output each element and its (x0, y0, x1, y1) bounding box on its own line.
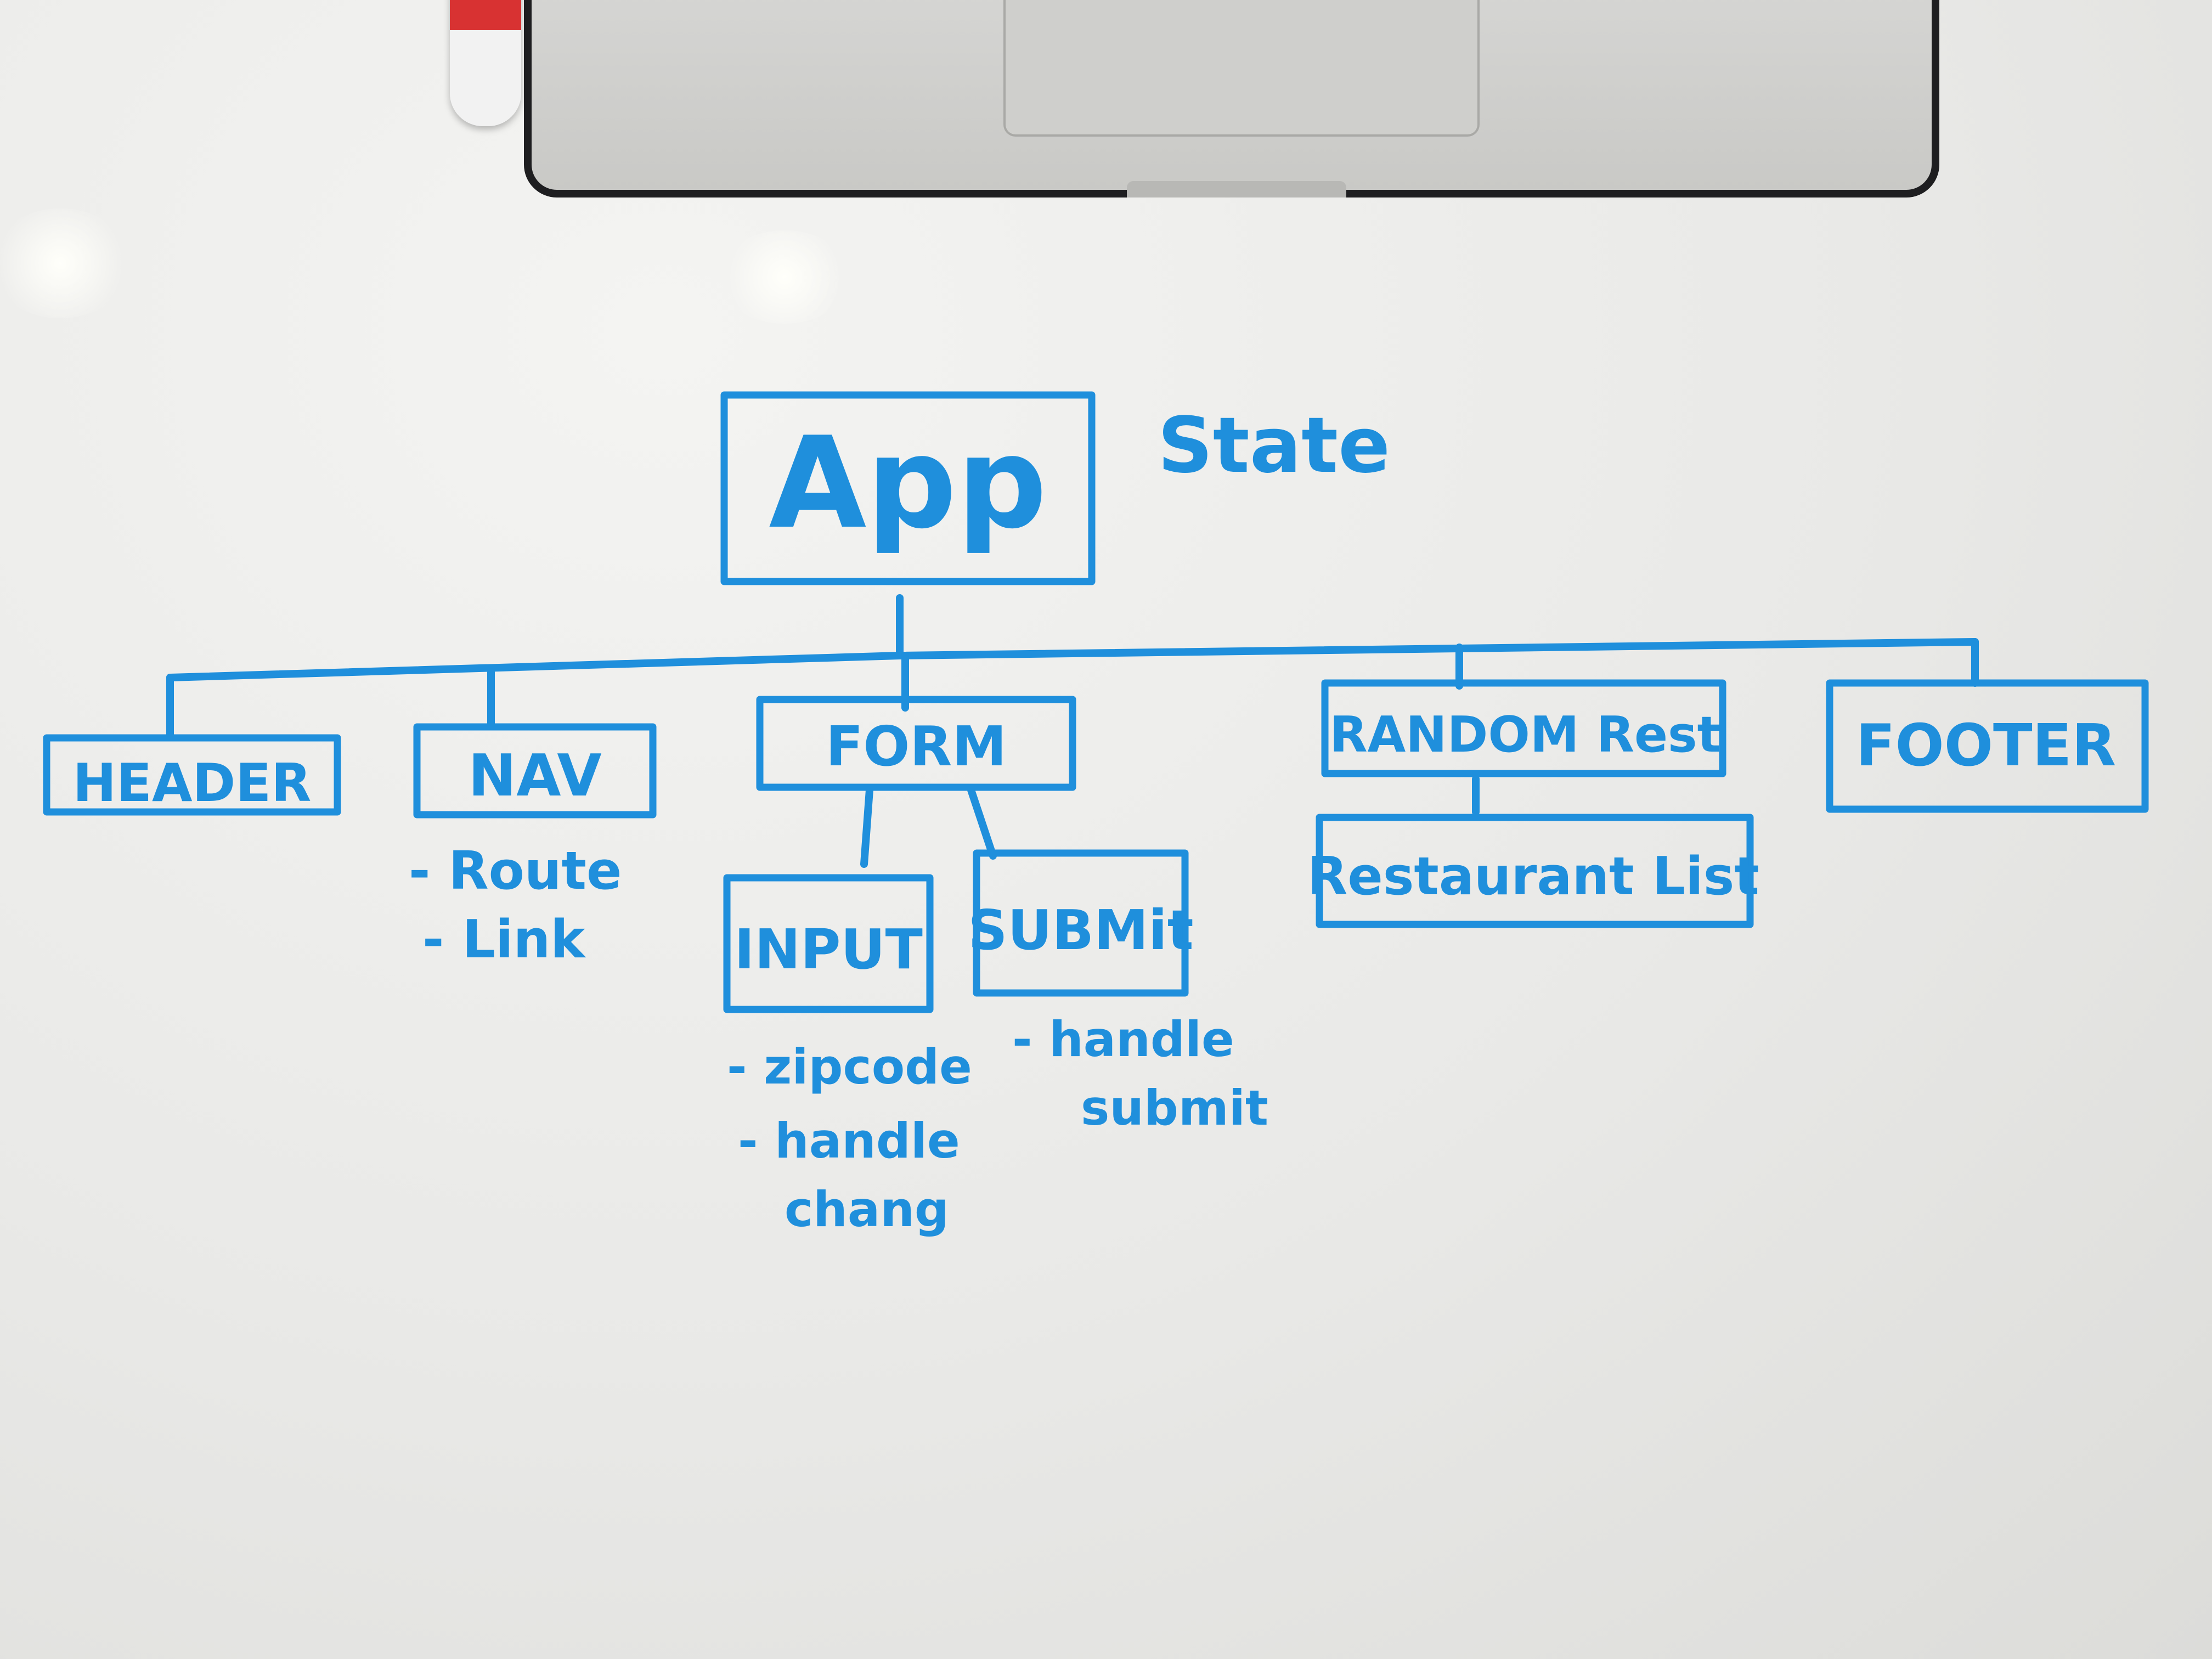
header-box (43, 734, 341, 816)
state-label: State (1158, 401, 1390, 490)
light-glare (0, 208, 132, 318)
form-label: FORM (826, 714, 1007, 778)
nav-box (413, 723, 657, 819)
input-label: INPUT (734, 917, 923, 981)
footer-box (1826, 679, 2149, 813)
trackpad (1003, 0, 1480, 137)
submit-box (973, 849, 1189, 997)
nav-label: NAV (468, 742, 601, 809)
submit-label: SUBMit (968, 898, 1193, 962)
input-note-change: chang (785, 1181, 949, 1238)
submit-note-handle: - handle (1012, 1011, 1234, 1068)
input-box (723, 874, 934, 1013)
light-glare (719, 230, 850, 324)
random-rest-label: RANDOM Rest (1329, 706, 1720, 764)
laptop (524, 0, 1939, 198)
header-label: HEADER (73, 753, 312, 814)
submit-note-submit: submit (1081, 1080, 1268, 1136)
connector-submit (967, 786, 997, 860)
random-rest-box (1321, 679, 1726, 777)
app-label: App (769, 410, 1047, 557)
nav-note-link: - Link (422, 910, 586, 970)
app-box (720, 391, 1096, 585)
connector-input (860, 786, 873, 868)
input-note-zipcode: - zipcode (727, 1039, 972, 1095)
form-box (756, 696, 1076, 791)
connector-main-bus (166, 638, 1979, 681)
footer-label: FOOTER (1856, 712, 2116, 779)
glue-stick (450, 0, 521, 126)
laptop-notch (1127, 181, 1346, 198)
restaurant-list-label: Restaurant List (1307, 847, 1759, 907)
restaurant-list-box (1316, 814, 1754, 928)
nav-note-route: - Route (409, 841, 622, 901)
input-note-handle: - handle (738, 1113, 960, 1169)
